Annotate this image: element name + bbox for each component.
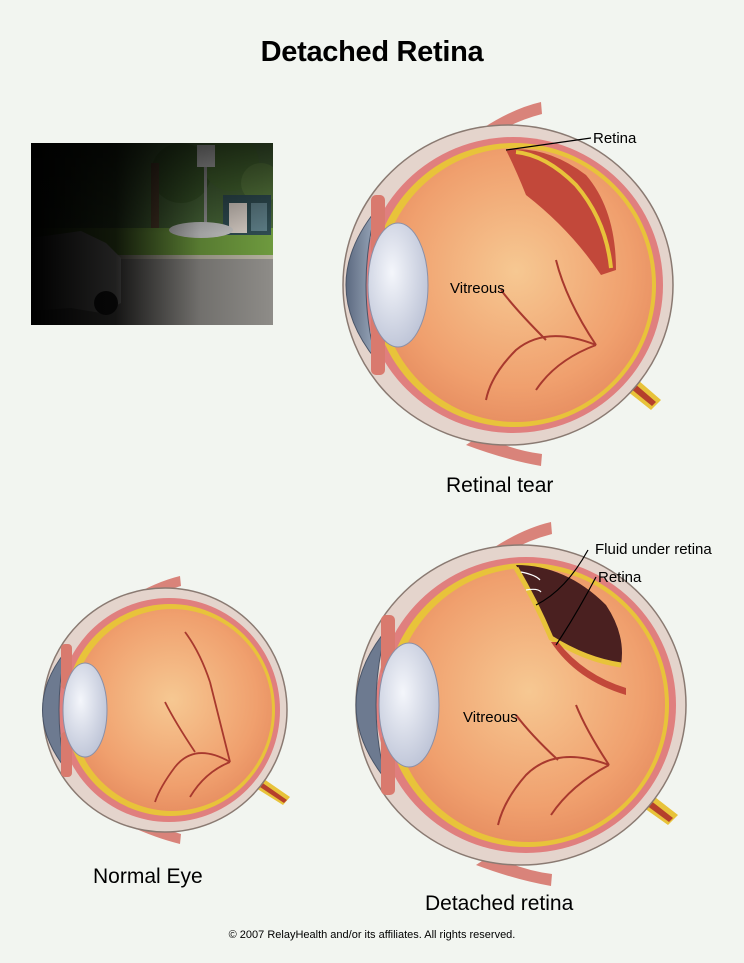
detached-retina-caption: Detached retina bbox=[425, 892, 573, 916]
fluid-under-retina-label: Fluid under retina bbox=[595, 541, 712, 558]
page-title: Detached Retina bbox=[0, 36, 744, 69]
normal-eye-diagram bbox=[25, 572, 295, 852]
detached-retina-label: Retina bbox=[598, 569, 641, 586]
retinal-tear-caption: Retinal tear bbox=[446, 474, 553, 498]
retinal-tear-vitreous-label: Vitreous bbox=[450, 280, 505, 297]
retinal-tear-retina-label: Retina bbox=[593, 130, 636, 147]
vision-photo bbox=[31, 143, 273, 325]
detached-vitreous-label: Vitreous bbox=[463, 709, 518, 726]
normal-eye-caption: Normal Eye bbox=[93, 865, 203, 889]
copyright-notice: © 2007 RelayHealth and/or its affiliates… bbox=[0, 929, 744, 941]
